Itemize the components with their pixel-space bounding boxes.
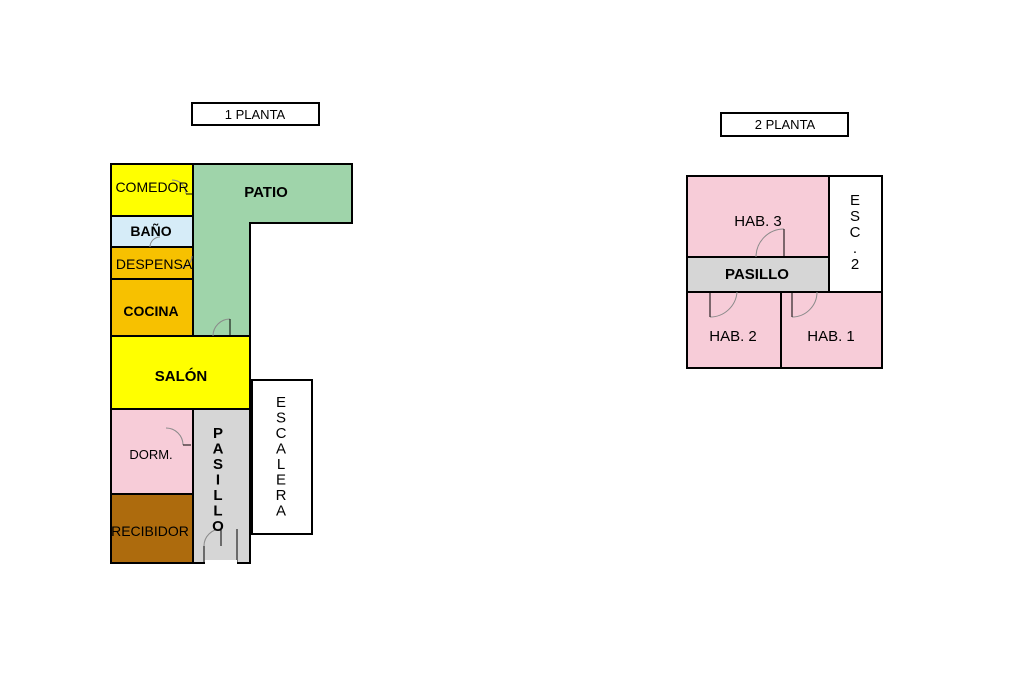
room-cocina — [110, 278, 194, 337]
label-comedor: COMEDOR — [115, 179, 188, 195]
plan-1-title: 1 PLANTA — [225, 107, 286, 122]
label-patio: PATIO — [244, 184, 288, 201]
label-pasillo-2: PASILLO — [725, 266, 789, 283]
room-salon — [110, 335, 251, 410]
room-escalera — [251, 379, 313, 535]
plan-2-title: 2 PLANTA — [755, 117, 816, 132]
label-recibidor: RECIBIDOR — [111, 523, 189, 539]
plan-1: 1 PLANTA COMEDOR BAÑO DESPENSA COCINA PA — [110, 102, 353, 565]
room-comedor — [110, 163, 194, 217]
plan-1-title-box — [191, 102, 320, 126]
label-cocina: COCINA — [123, 303, 178, 319]
label-bano: BAÑO — [130, 222, 171, 239]
entrance-gap — [205, 560, 237, 565]
label-hab1: HAB. 1 — [807, 328, 855, 345]
label-hab3: HAB. 3 — [734, 213, 782, 230]
label-despensa: DESPENSA — [116, 256, 193, 272]
label-hab2: HAB. 2 — [709, 328, 757, 345]
room-hab1 — [780, 291, 883, 369]
door-swings-1 — [149, 179, 238, 563]
room-pasillo-2 — [686, 256, 830, 293]
room-recibidor — [110, 493, 194, 564]
door-swings-2 — [709, 228, 818, 318]
plan-2-title-box — [720, 112, 849, 137]
room-despensa — [110, 246, 194, 280]
label-dorm: DORM. — [129, 447, 172, 462]
room-hab3 — [686, 175, 830, 258]
label-salon: SALÓN — [155, 367, 208, 385]
